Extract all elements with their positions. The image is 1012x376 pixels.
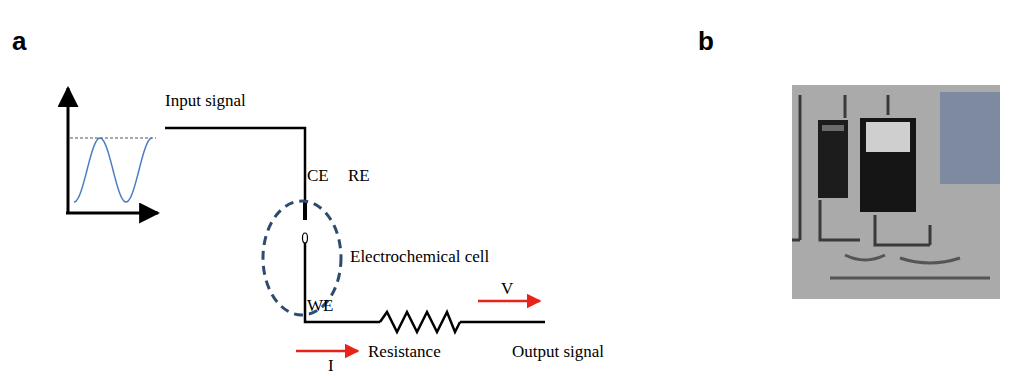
y-axis bbox=[67, 88, 70, 214]
signal-name: V bbox=[501, 280, 513, 297]
input-wire bbox=[165, 128, 305, 210]
component bbox=[818, 120, 848, 198]
component-name: Resistance bbox=[368, 343, 441, 360]
trace bbox=[830, 255, 990, 278]
signal-name: Input signal bbox=[165, 92, 246, 109]
electrode-name: CE bbox=[307, 167, 329, 184]
signal-name: I bbox=[328, 357, 334, 374]
component bbox=[822, 125, 844, 131]
signal-name: Output signal bbox=[512, 343, 604, 360]
electrode-name: WE bbox=[307, 297, 333, 314]
component bbox=[860, 118, 916, 212]
amplitude-line bbox=[70, 138, 156, 139]
cell-boundary bbox=[263, 201, 341, 315]
working-electrode bbox=[303, 233, 308, 243]
panel-label: b bbox=[698, 28, 714, 54]
resistor-symbol bbox=[380, 312, 460, 332]
photo-shade bbox=[792, 85, 1000, 299]
counter-electrode bbox=[303, 200, 307, 220]
output-wire bbox=[460, 321, 545, 324]
cell-label: Electrochemical cell bbox=[350, 248, 489, 265]
panel-label: a bbox=[12, 28, 26, 54]
electrode-name: RE bbox=[348, 167, 370, 184]
current-arrow bbox=[296, 350, 358, 353]
component bbox=[866, 122, 910, 152]
photo-ground bbox=[792, 85, 1000, 299]
sine-wave bbox=[74, 138, 152, 202]
electrode-pad bbox=[940, 92, 1000, 184]
voltage-arrow bbox=[478, 300, 540, 303]
trace bbox=[792, 95, 930, 245]
x-axis bbox=[66, 212, 158, 215]
device-photo bbox=[792, 85, 1000, 299]
